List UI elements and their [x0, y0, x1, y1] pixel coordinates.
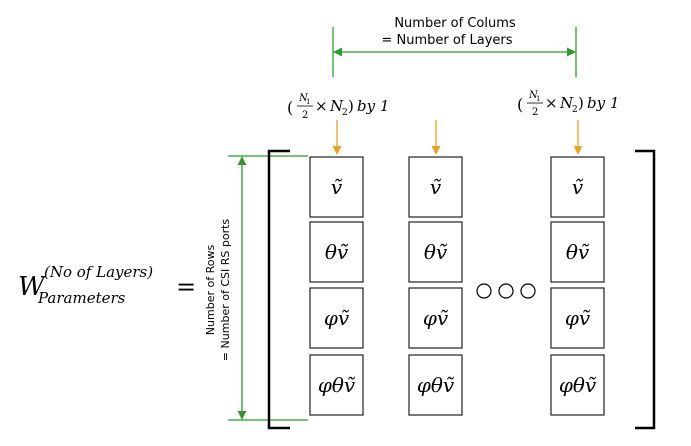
- matrix-cell-label: θṽ: [325, 240, 349, 264]
- svg-text:(: (: [517, 95, 523, 114]
- matrix-cell: [309, 221, 364, 283]
- matrix-cell-label: φṽ: [324, 306, 350, 330]
- matrix-cell-label: θṽ: [424, 240, 448, 264]
- formula-times: ×: [315, 97, 328, 115]
- columns-label-line2: = Number of Layers: [381, 33, 512, 48]
- matrix-cell: [550, 354, 605, 416]
- equals-sign: =: [176, 273, 196, 301]
- formula-n2: N: [329, 97, 344, 115]
- formula-suffix: by 1: [357, 97, 389, 115]
- columns-label-line1: Number of Colums: [394, 16, 516, 31]
- matrix-cell: [408, 354, 463, 416]
- matrix-cell: [408, 221, 463, 283]
- matrix-cell-label: φθṽ: [318, 373, 356, 397]
- formula-denominator: 2: [302, 110, 308, 121]
- rows-label: Number of Rows = Number of CSI RS ports: [204, 219, 232, 362]
- right-bracket: [635, 149, 656, 430]
- matrix-cell-label: ṽ: [430, 175, 442, 199]
- matrix-cell: [309, 287, 364, 349]
- svg-text:): ): [578, 94, 584, 112]
- columns-dimension: [332, 27, 577, 77]
- left-bracket: [267, 149, 290, 430]
- matrix-cell-label: φṽ: [565, 306, 591, 330]
- matrix-column-last: ṽ θṽ φṽ φθṽ: [550, 156, 605, 416]
- w-symbol: W: [18, 272, 47, 302]
- matrix-cell-label: φθṽ: [417, 373, 455, 397]
- matrix-column-2: ṽ θṽ φṽ φθṽ: [408, 156, 463, 416]
- formula-sub: 1: [306, 98, 310, 106]
- matrix-cell-label: φṽ: [423, 306, 449, 330]
- column-arrows: [332, 120, 583, 155]
- matrix-cell-label: ṽ: [572, 175, 584, 199]
- matrix-cell: [408, 287, 463, 349]
- column-formula-left: ( N 1 2 × N 2 ) by 1: [287, 93, 389, 121]
- matrix-cell: [309, 354, 364, 416]
- matrix-cell: [408, 156, 463, 218]
- matrix-cell: [309, 156, 364, 218]
- formula-numerator: N: [298, 93, 309, 104]
- svg-text:(: (: [287, 98, 293, 117]
- matrix-cell-label: ṽ: [331, 175, 343, 199]
- matrix-cell-label: θṽ: [566, 240, 590, 264]
- matrix-symbol: W (No of Layers) Parameters =: [18, 263, 196, 307]
- column-formula-right: ( N 1 2 × N 2 ) by 1: [517, 90, 619, 118]
- matrix-cell: [550, 221, 605, 283]
- formula-suffix: by 1: [587, 94, 619, 112]
- formula-sub: 1: [536, 95, 540, 103]
- formula-n2: N: [559, 94, 574, 112]
- matrix-cell-label: φθṽ: [559, 373, 597, 397]
- rows-label-line1: Number of Rows: [204, 245, 217, 336]
- matrix-cell: [550, 156, 605, 218]
- w-superscript: (No of Layers): [44, 263, 153, 281]
- matrix-cell: [550, 287, 605, 349]
- rows-label-line2: = Number of CSI RS ports: [219, 219, 232, 362]
- formula-denominator: 2: [532, 107, 538, 118]
- formula-times: ×: [545, 94, 558, 112]
- formula-sub2: 2: [572, 105, 578, 115]
- svg-text:): ): [348, 97, 354, 115]
- matrix-column-1: ṽ θṽ φṽ φθṽ: [309, 156, 364, 416]
- w-subscript: Parameters: [37, 289, 126, 307]
- formula-numerator: N: [528, 90, 539, 101]
- ellipsis-icon: [476, 283, 536, 299]
- formula-sub2: 2: [342, 108, 348, 118]
